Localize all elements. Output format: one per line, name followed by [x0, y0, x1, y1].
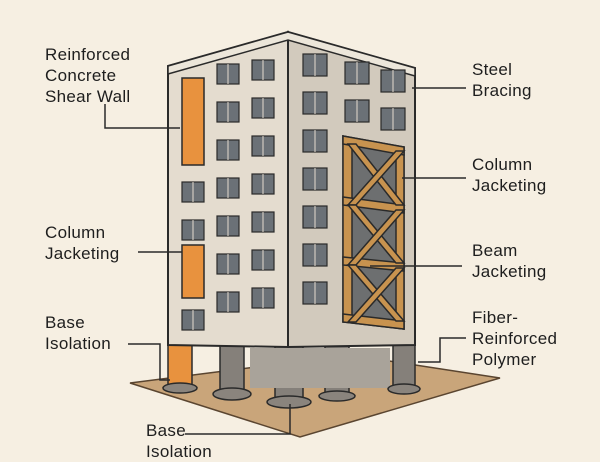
ground-column: [219, 344, 245, 394]
retrofit-diagram: Reinforced Concrete Shear Wall Column Ja…: [45, 30, 558, 461]
brace-diagonal: [346, 267, 406, 323]
building-illustration: [104, 30, 501, 438]
label-beam-jacketing: Beam Jacketing: [472, 241, 547, 281]
label-column-jacketing-left: Column Jacketing: [45, 223, 120, 263]
label-shear-wall: Reinforced Concrete Shear Wall: [45, 45, 131, 106]
windows: [181, 53, 406, 331]
brace-post: [342, 135, 353, 323]
ground-column: [167, 344, 193, 388]
isolation-pad: [162, 382, 198, 394]
ground-columns: [167, 344, 416, 404]
brace-beam: [342, 135, 405, 156]
leader-lines: [104, 87, 466, 435]
roof-parapet: [167, 31, 416, 77]
leader-shear-wall: [104, 104, 180, 129]
leader-base-isolation-left: [128, 343, 170, 381]
isolation-pad: [266, 395, 312, 409]
label-base-isolation-bottom: Base Isolation: [146, 421, 213, 461]
isolation-pad: [387, 383, 421, 395]
label-column-jacketing-right: Column Jacketing: [472, 155, 547, 195]
column-jacket-panel: [181, 244, 205, 299]
label-steel-bracing: Steel Bracing: [472, 60, 532, 100]
basement-shadow: [250, 348, 390, 388]
steel-bracing-frame: [342, 135, 406, 330]
label-base-isolation-left: Base Isolation: [45, 313, 112, 353]
label-frp: Fiber- Reinforced Polymer: [472, 308, 558, 369]
shear-wall-panel: [181, 77, 205, 166]
leader-base-isolation-bottom: [185, 404, 291, 435]
isolation-pad: [212, 387, 252, 401]
leader-frp: [418, 337, 466, 363]
isolation-pad: [318, 390, 356, 402]
brace-post: [395, 145, 405, 330]
isolation-pads: [162, 382, 421, 409]
